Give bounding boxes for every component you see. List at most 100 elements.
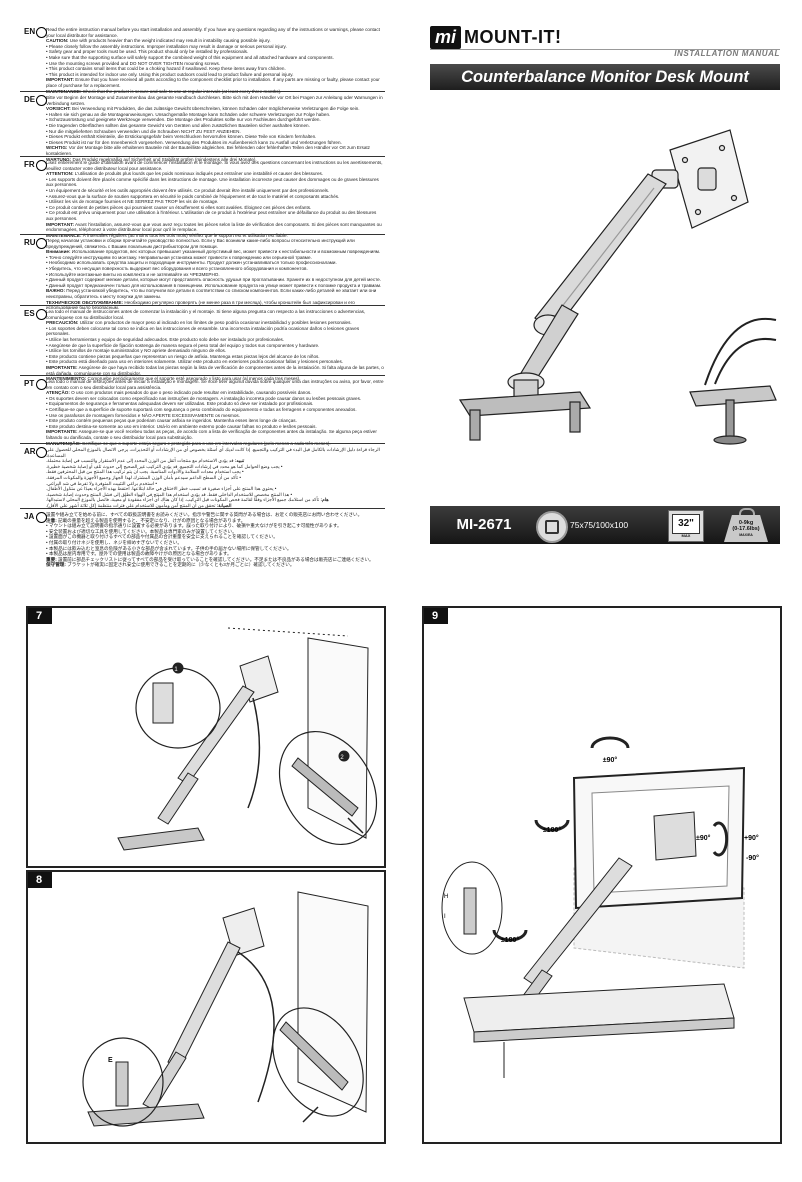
text-line: • Este produto contém pequenas peças que… xyxy=(46,418,384,424)
text-line-body: Assegure-se que você recebeu todas as pe… xyxy=(46,429,377,440)
lang-code: AR xyxy=(24,447,36,456)
text-line-body: 設置や組み立てを始める前に、すべての取扱説明書をお読みください。指示や警告に関す… xyxy=(46,512,363,517)
text-line: • Please closely follow the assembly ins… xyxy=(46,44,384,50)
text-line-body: • This product contains small items that… xyxy=(46,66,286,72)
text-line: • Les supports doivent être placés comme… xyxy=(46,177,384,188)
text-line: • Ce produit est prévu uniquement pour u… xyxy=(46,210,384,221)
read-manual-icon xyxy=(36,95,47,106)
read-manual-icon xyxy=(36,238,47,249)
read-manual-icon xyxy=(36,309,47,320)
text-line: • هذا المنتج مخصص للاستخدام الداخلي فقط.… xyxy=(46,492,384,498)
lang-text: 設置や組み立てを始める前に、すべての取扱説明書をお読みください。指示や警告に関す… xyxy=(46,512,384,568)
text-line-body: • Ce produit est prévu uniquement pour u… xyxy=(46,210,377,221)
lang-block-ru: RU Перед началом установки и сборки прочи… xyxy=(24,238,384,311)
text-line: MANTENIMIENTO: Compruebe periódicamente … xyxy=(46,376,384,382)
step-8-illustration: E xyxy=(82,891,369,1127)
text-line: • This product contains small items that… xyxy=(46,66,384,72)
text-line: هام: تأكد من استلامك جميع الأجزاء وفقًا … xyxy=(46,497,384,503)
text-line: • Use the mounting screws provided and D… xyxy=(46,61,384,67)
text-line: • Safety gear and proper tools must be u… xyxy=(46,49,384,55)
text-line: Bitte vor Beginn der Montage und Zusamme… xyxy=(46,95,384,106)
section-divider xyxy=(20,91,385,92)
section-divider xyxy=(20,305,385,306)
text-line-body: • Nur die mitgelieferten Schrauben verwe… xyxy=(46,128,241,134)
lang-code: FR xyxy=(24,160,35,169)
lang-text: Lea todo el manual de instrucciones ante… xyxy=(46,309,384,382)
lang-code: RU xyxy=(24,238,36,247)
text-line: Внимание: Использование продуктов, вес к… xyxy=(46,249,384,255)
text-line-body: • マウントは組み立て説明書の指示通りに設置する必要があります。誤った取り付けに… xyxy=(46,523,342,529)
text-line: VORSICHT: Bei Verwendung mit Produkten, … xyxy=(46,106,384,112)
text-line-body: • Die tragenden Oberflächen sollten das … xyxy=(46,122,310,128)
lang-text: الرجاء قراءة دليل الإرشادات بالكامل قبل … xyxy=(46,447,384,509)
step-9-number: 9 xyxy=(424,608,449,624)
text-line-body: • Utilisez les vis de montage fournies e… xyxy=(46,199,219,205)
weight-range-lbs: (0-17.6lbs) xyxy=(732,526,760,532)
text-line-body: • Este producto está diseñado para uso e… xyxy=(46,359,344,365)
text-line-body: Compruebe periódicamente que el soporte … xyxy=(86,376,301,382)
read-manual-icon xyxy=(36,379,47,390)
text-line-body: Use with products heavier than the weigh… xyxy=(68,38,271,44)
text-line: • Asegúrese de que la superficie de fija… xyxy=(46,343,384,349)
text-line: الصيانة: تحقق من أن المنتج آمن ومأمون لل… xyxy=(46,503,384,509)
text-line-label: تنبيه: xyxy=(234,458,245,464)
text-line: 注意: 記載の重量を超える製品を使用すると、不安定になり、けがの原因となる場合が… xyxy=(46,518,384,524)
text-line: Lea todo el manual de instrucciones ante… xyxy=(46,309,384,320)
text-line: • Certifique-se que a superfície de supo… xyxy=(46,407,384,413)
text-line: • تأكد من أن السطح الداعم سيدعم بأمان ال… xyxy=(46,475,384,481)
lang-code: EN xyxy=(24,27,36,36)
text-line-body: 記載の重量を超える製品を使用すると、不安定になり、けがの原因となる場合があります… xyxy=(56,517,246,523)
text-line: الرجاء قراءة دليل الإرشادات بالكامل قبل … xyxy=(46,447,384,458)
text-line-body: Lisez entièrement le guide d'utilisation… xyxy=(46,160,383,171)
read-manual-icon xyxy=(36,27,47,38)
text-line-body: • Este produto destina-se somente ao uso… xyxy=(46,423,317,429)
text-line: WICHTIG: Vor der Montage bitte alle erha… xyxy=(46,145,384,156)
text-line-body: Vor der Montage bitte alle erhaltenen Ba… xyxy=(46,145,370,156)
vesa-pattern: 75x75/100x100 xyxy=(570,520,629,530)
text-line: • Utilice las herramientas y equipo de s… xyxy=(46,337,384,343)
text-line-body: • Les supports doivent être placés comme… xyxy=(46,176,379,188)
text-line-body: Bitte vor Beginn der Montage und Zusamme… xyxy=(46,95,383,106)
step-9-callout-tilt-down: -90° xyxy=(746,854,759,862)
lang-text: Bitte vor Beginn der Montage und Zusamme… xyxy=(46,95,384,162)
screen-size-note: MAX xyxy=(681,533,691,538)
text-line: IMPORTANT: Avant l'installation, assurez… xyxy=(46,222,384,233)
text-line-label: IMPORTANTE: xyxy=(46,429,78,435)
spec-band: MI-2671 75x75/100x100 32" MAX 0-9kg (0-1… xyxy=(430,506,780,544)
text-line: ATTENTION: L'utilisation de produits plu… xyxy=(46,171,384,177)
text-line-label: MAINTENANCE: xyxy=(46,232,82,238)
text-line: • Данный продукт предназначен только для… xyxy=(46,283,384,289)
text-line-label: ATTENTION: xyxy=(46,171,74,177)
text-line-body: • Необходимо использовать средства защит… xyxy=(46,260,337,266)
text-line: Перед началом установки и сборки прочита… xyxy=(46,238,384,249)
section-divider xyxy=(20,234,385,235)
step-7-callout-2: 2 xyxy=(340,755,344,761)
lang-code: JA xyxy=(24,512,35,521)
step-9-callout-rotate: ±90° xyxy=(696,834,711,842)
text-line-body: O uso com produtos mais pesados do que o… xyxy=(69,390,312,396)
text-line: • استخدم براغي التثبيت المتوفرة ولا تفرط… xyxy=(46,481,384,487)
text-line-label: IMPORTANT: xyxy=(46,77,74,83)
text-line-body: الرجاء قراءة دليل الإرشادات بالكامل قبل … xyxy=(46,447,380,458)
text-line: • Make sure that the supporting surface … xyxy=(46,55,384,61)
text-line-body: Ensure that you have received all parts … xyxy=(46,77,380,88)
step-9-callout-tilt-up: +90° xyxy=(744,834,759,842)
text-line-body: • Ce produit contient de petites pièces … xyxy=(46,204,312,210)
text-line-label: VORSICHT: xyxy=(46,106,71,112)
text-line: • Este producto está diseñado para uso e… xyxy=(46,359,384,365)
lang-text: Lisez entièrement le guide d'utilisation… xyxy=(46,160,384,238)
text-line: Lisez entièrement le guide d'utilisation… xyxy=(46,160,384,171)
text-line: • Убедитесь, что несущая поверхность выд… xyxy=(46,266,384,272)
lang-text: Перед началом установки и сборки прочита… xyxy=(46,238,384,311)
section-divider xyxy=(20,508,385,509)
text-line-body: • Убедитесь, что несущая поверхность выд… xyxy=(46,265,308,271)
text-line-body: • Используйте монтажные винты из комплек… xyxy=(46,271,220,277)
lang-block-fr: FR Lisez entièrement le guide d'utilisati… xyxy=(24,160,384,238)
text-line: • This product is intended for indoor us… xyxy=(46,72,384,78)
read-manual-icon xyxy=(36,160,47,171)
section-divider xyxy=(20,375,385,376)
model-number: MI-2671 xyxy=(456,516,512,533)
text-line: 設置や組み立てを始める前に、すべての取扱説明書をお読みください。指示や警告に関す… xyxy=(46,512,384,518)
